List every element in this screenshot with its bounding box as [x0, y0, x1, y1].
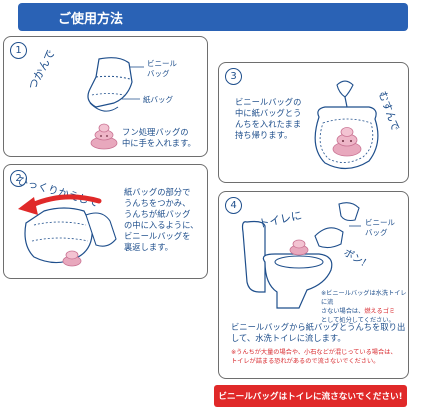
flush-warning-banner: ビニールバッグはトイレに流さないでください!: [214, 385, 407, 407]
step-4-small-note-text: ※ビニールバッグは水洗トイレに流 さない場合は、燃えるゴミ として処分してくださ…: [321, 290, 407, 324]
step-2-number: 2: [10, 170, 27, 187]
flip-bag-illustration: [18, 194, 117, 267]
step-3-text: ビニールバッグの 中に紙バッグとう んちを入れたまま 持ち帰ります。: [235, 97, 302, 140]
step-4-panel: 4 トイレに ポン! ビニール バッグ ※ビニールバッグは水洗トイレに流 さない…: [218, 191, 409, 379]
step-1-panel: 1 つかんで ビニール バッグ 紙バッグ フン処理バッグの 中に手を入れます。: [3, 36, 208, 157]
flush-warning-text: ビニールバッグはトイレに流さないでください!: [218, 392, 403, 402]
step-1-text: フン処理バッグの 中に手を入れます。: [122, 127, 196, 148]
step-1-paper-label: 紙バッグ: [143, 95, 173, 104]
step-3-panel: 3 ビニールバッグの 中に紙バッグとう んちを入れたまま 持ち帰ります。 むすん…: [218, 62, 409, 183]
step-4-warning: ※うんちが大量の場合や、小石などが混じっている場合は、 トイレが詰まる恐れがある…: [231, 349, 397, 365]
poop-icon: [332, 127, 362, 157]
step-2-panel: 2 ひっくりかえして 紙バッグの部分で うんちをつかみ、 うんちが紙バッグ の中…: [3, 164, 208, 279]
step-3-number: 3: [225, 68, 242, 85]
poop-icon: [90, 123, 118, 150]
step-2-text: 紙バッグの部分で うんちをつかみ、 うんちが紙バッグ の中に入るように、 ビニー…: [124, 187, 199, 252]
step-1-vinyl-label: ビニール バッグ: [147, 59, 177, 78]
title-bar: ご使用方法: [18, 3, 408, 31]
burnable-trash-highlight: 燃えるゴミ: [364, 308, 396, 315]
step-4-text: ビニールバッグから紙バッグとうんちを取り出 して、水洗トイレに流します。: [231, 322, 406, 343]
poop-icon: [62, 250, 82, 267]
tied-bag-illustration: [314, 80, 379, 170]
toilet-flush-illustration: [241, 202, 361, 309]
page-title: ご使用方法: [58, 11, 124, 27]
poop-icon: [289, 239, 309, 256]
step-4-small-note: ※ビニールバッグは水洗トイレに流 さない場合は、燃えるゴミ として処分してくださ…: [321, 280, 408, 325]
step-4-vinyl-label: ビニール バッグ: [365, 218, 395, 237]
hand-in-bag-illustration: [87, 57, 144, 150]
step-1-number: 1: [10, 42, 27, 59]
step-4-number: 4: [225, 197, 242, 214]
